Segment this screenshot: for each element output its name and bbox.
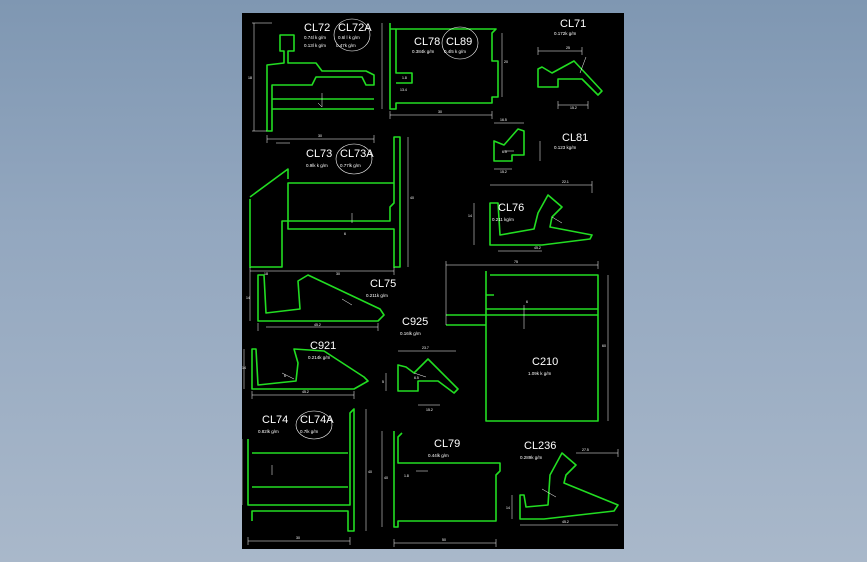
cl71-weight: 0.172k g/m: [554, 31, 577, 36]
cl81-dim-inner: 6.5: [502, 150, 507, 154]
cl75-name: CL75: [370, 278, 396, 290]
cl73-dim-left: 18: [264, 272, 268, 276]
c210-dim-inner: 6: [526, 300, 528, 304]
c921-dim-bottom: 45.2: [302, 390, 309, 394]
c210-dim-height: 60: [602, 344, 606, 348]
c921-profile: [251, 348, 369, 390]
cl74-dim-width: 30: [296, 536, 300, 540]
cl78-dim-width: 30: [438, 110, 442, 114]
c925-name: C925: [402, 316, 428, 328]
cl76-dim-top: 22.1: [562, 180, 569, 184]
cl72-dim-width: 30: [318, 134, 322, 138]
cl76-weight: 0.211 kg/m: [492, 217, 514, 222]
cl73-dim-width: 30: [336, 272, 340, 276]
cl89-name: CL89: [446, 36, 472, 48]
cl78-dim-height: 20: [504, 60, 508, 64]
cl72-name: CL72: [304, 22, 330, 34]
cl73-name: CL73: [306, 148, 332, 160]
cl74a-name: CL74A: [300, 414, 334, 426]
cl236-name: CL236: [524, 440, 556, 452]
cl79-dim-width: 50: [442, 538, 446, 542]
cl236-dim-height: 14: [506, 506, 510, 510]
cl78-dim-a: 1.8: [402, 76, 407, 80]
c925-dim-bottom: 15.2: [426, 408, 433, 412]
cl72-extra2-weight: 0.47k g/m: [336, 43, 356, 48]
cl71-dim-top: 25: [566, 46, 570, 50]
cl71-dim-bottom: 15.2: [570, 106, 577, 110]
c925-weight: 0.16lk g/m: [400, 331, 421, 336]
c925-dim-inner: 6.5: [414, 376, 419, 380]
cl72a-callout: [333, 18, 371, 52]
cl72a-name: CL72A: [338, 22, 372, 34]
cl78-weight: 0.384k g/m: [412, 49, 435, 54]
cl236-profile: [519, 452, 619, 520]
c921-dim-height: 14: [242, 366, 246, 370]
c210-weight: 1.09k k g/m: [528, 371, 552, 376]
cl75-dim-bottom: 45.2: [314, 323, 321, 327]
cl78-name: CL78: [414, 36, 440, 48]
cl76-dim-height: 14: [468, 214, 472, 218]
cl73-profile: [249, 136, 401, 268]
cl72-weight: 0.74l k g/m: [304, 35, 326, 40]
cl76-name: CL76: [498, 202, 524, 214]
cl236-dim-bottom: 45.2: [562, 520, 569, 524]
c925-dim-top: 23.7: [422, 346, 429, 350]
cl73-dim-inner: 6: [344, 232, 346, 236]
cl236-weight: 0.289k g/m: [520, 455, 543, 460]
cl81-name: CL81: [562, 132, 588, 144]
cl75-dim-height: 14: [246, 296, 250, 300]
cl89-weight: 0.4l5 k g/m: [444, 49, 466, 54]
cl72-profile: [266, 34, 375, 132]
cl74-dim-height: 40: [368, 470, 372, 474]
cl71-profile: [537, 60, 603, 96]
leader-lines: [271, 56, 587, 498]
c921-name: C921: [310, 340, 336, 352]
c210-dim-width: 75: [514, 260, 518, 264]
c925-dim-height: 5: [382, 380, 384, 384]
c210-profile: [446, 271, 599, 422]
cl76-profile: [489, 194, 593, 246]
cl72a-weight: 0.6l l k g/m: [338, 35, 360, 40]
cl73-weight: 0.9lk k g/m: [306, 163, 328, 168]
cl236-dim-top: 27.5: [582, 448, 589, 452]
cl89-callout: [441, 26, 479, 60]
cl74a-callout: [295, 410, 333, 440]
cl79-dim-inner: 1.8: [404, 474, 409, 478]
drawing-sheet: CL72 CL72A 0.74l k g/m 0.6l l k g/m 0.13…: [242, 13, 624, 549]
cl78-dim-b: 13.4: [400, 88, 407, 92]
cl74-weight: 0.82lk g/m: [258, 429, 279, 434]
c925-profile: [397, 358, 459, 394]
cl75-weight: 0.211k g/m: [366, 293, 388, 298]
profile-drawing: CL72 CL72A 0.74l k g/m 0.6l l k g/m 0.13…: [242, 18, 619, 547]
cl76-dim-bottom: 45.2: [534, 246, 541, 250]
cl81-weight: 0.123 kg/m: [554, 145, 577, 150]
cl79-weight: 0.44lk g/m: [428, 453, 449, 458]
cl73a-callout: [335, 143, 373, 175]
c210-name: C210: [532, 356, 558, 368]
cl81-dim-bottom: 15.2: [500, 170, 507, 174]
cl72-dim-height: 18: [248, 76, 252, 80]
c921-dim-inner: 6: [284, 374, 286, 378]
c921-weight: 0.214k g/m: [308, 355, 331, 360]
cl79-dim-height: 40: [384, 476, 388, 480]
cl74a-weight: 0.7lk g/m: [300, 429, 319, 434]
cl74-name: CL74: [262, 414, 288, 426]
cl73a-name: CL73A: [340, 148, 374, 160]
cl79-name: CL79: [434, 438, 460, 450]
cl74-profile: [247, 408, 355, 532]
dimension-lines: [242, 22, 619, 547]
cl75-profile: [257, 274, 385, 322]
cl71-name: CL71: [560, 18, 586, 30]
cl72-extra-weight: 0.13l k g/m: [304, 43, 326, 48]
cl78-profile: [389, 23, 499, 110]
cl81-profile: [493, 128, 525, 162]
cl73-dim-height: 40: [410, 196, 414, 200]
cl81-dim-top: 16.5: [500, 118, 507, 122]
cl79-profile: [393, 431, 501, 528]
cl73a-weight: 0.77lk g/m: [340, 163, 361, 168]
